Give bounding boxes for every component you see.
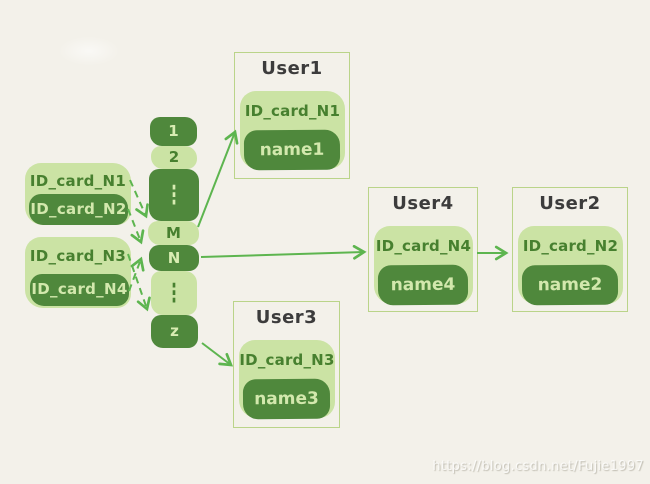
user4-title: User4	[392, 193, 454, 214]
id-card-n2-label: ID_card_N2	[30, 200, 127, 218]
user3-title: User3	[255, 307, 318, 328]
user1-name: name1	[243, 129, 341, 171]
watermark-url: https://blog.csdn.net/Fujie1997	[432, 459, 644, 474]
hash-slot-2: 2	[151, 146, 197, 169]
hash-slot-n: N	[149, 245, 199, 271]
id-card-n4-label: ID_card_N4	[31, 280, 128, 298]
user4-id-card: ID_card_N4	[375, 237, 472, 255]
id-card-n3-label: ID_card_N3	[29, 247, 127, 265]
arrow-slot-m-to-user1	[197, 129, 239, 228]
user2-title: User2	[539, 193, 601, 214]
id-card-n4-pill: ID_card_N4	[30, 274, 129, 306]
user4-card: User4 ID_card_N4 name4	[368, 187, 478, 312]
arrow-slot-z-to-user3	[201, 342, 234, 367]
arrow-slot-n-to-user4	[200, 244, 367, 260]
hash-slot-dots-lower: ⋮	[151, 271, 197, 315]
hash-slot-z: z	[151, 315, 198, 348]
user3-card: User3 ID_card_N3 name3	[233, 301, 340, 428]
user1-id-card: ID_card_N1	[244, 102, 341, 120]
background-smudge	[58, 36, 120, 66]
arrow-idcard-n1-to-slot-m	[129, 179, 149, 219]
user1-card: User1 ID_card_N1 name1	[234, 52, 350, 179]
user2-name: name2	[521, 264, 619, 306]
id-card-n2-pill: ID_card_N2	[29, 194, 128, 225]
user1-title: User1	[261, 58, 323, 79]
user3-name: name3	[242, 378, 331, 420]
user3-id-card: ID_card_N3	[239, 351, 335, 369]
user4-name: name4	[377, 264, 469, 306]
hash-slot-m: M	[148, 221, 199, 245]
hash-slot-1: 1	[150, 117, 197, 146]
hash-slot-dots-upper: ⋮	[149, 169, 199, 221]
user2-id-card: ID_card_N2	[522, 237, 619, 255]
id-card-n1-label: ID_card_N1	[29, 172, 127, 190]
user2-card: User2 ID_card_N2 name2	[512, 187, 628, 312]
